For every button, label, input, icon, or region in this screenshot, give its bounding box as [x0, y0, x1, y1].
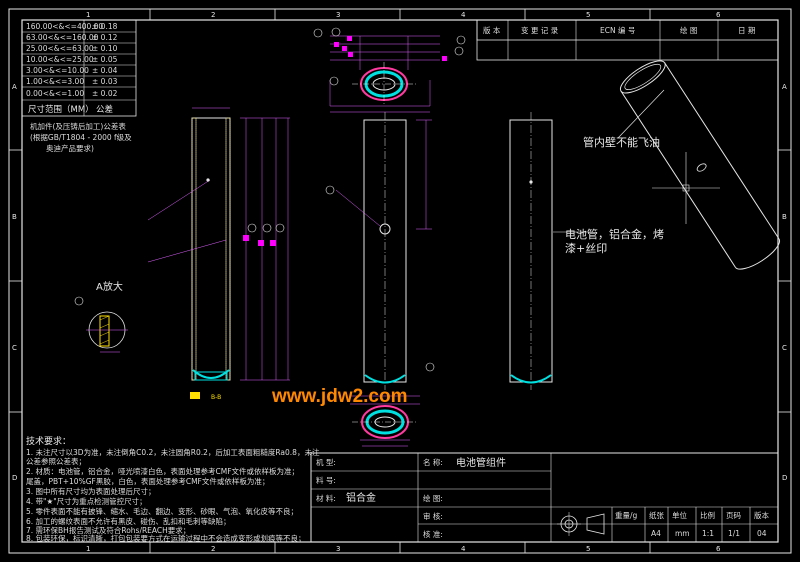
row-label: B [782, 213, 787, 221]
tech-req-item: 7. 需环保BH报告测试及符合Rohs/REACH要求； [26, 525, 190, 535]
tube-inner-note: 管内壁不能飞油 [583, 135, 660, 149]
material-label: 材 料: [316, 493, 336, 503]
section-label: B-B [211, 394, 221, 401]
tech-requirements: 技术要求： 1. 未注尺寸以3D为准，未注倒角C0.2，未注圆角R0.2，后加工… [26, 435, 320, 543]
col-label: 6 [716, 11, 721, 19]
tol-range: 160.00<&<=400.00 [26, 22, 103, 31]
row-label: D [12, 474, 17, 482]
rev-header: 日 期 [738, 26, 755, 35]
tol-range: 3.00<&<=10.00 [26, 66, 89, 75]
col-label: 5 [586, 545, 590, 553]
approve-label: 核 准: [423, 529, 443, 539]
detail-a-label: A放大 [96, 280, 123, 293]
tb-value: mm [675, 529, 690, 538]
tol-value: ± 0.18 [92, 22, 118, 31]
col-label: 2 [211, 11, 215, 19]
projection-symbol [557, 512, 605, 536]
rev-header: ECN 编 号 [600, 25, 635, 35]
tb-value: A4 [651, 529, 661, 538]
tech-req-item: 1. 未注尺寸以3D为准，未注倒角C0.2，未注圆角R0.2，后加工表面粗糙度R… [26, 447, 320, 457]
tol-header-range: 尺寸范围（MM） [28, 104, 94, 115]
tb-value: 1:1 [702, 529, 714, 538]
tech-req-item: 公差参照公差表； [26, 456, 86, 466]
tb-header: 比例 [700, 510, 715, 520]
tol-header-tol: 公差 [96, 104, 113, 115]
tube-desc-line1: 电池管，铝合金，烤 [565, 227, 664, 241]
row-label: B [12, 213, 17, 221]
tech-req-title: 技术要求： [26, 435, 71, 447]
tol-value: ± 0.03 [92, 77, 118, 86]
tb-header: 版本 [754, 510, 769, 520]
tb-header: 页码 [726, 511, 741, 520]
col-label: 3 [336, 11, 340, 19]
tube-desc-line2: 漆+丝印 [565, 242, 607, 255]
col-label: 1 [86, 545, 90, 553]
detail-a-view: A放大 [74, 280, 128, 353]
title-block: 机 型: 名 称: 料 号: 材 料: 绘 图: 审 核: 核 准: 电池管组件… [310, 452, 779, 543]
col-label: 4 [461, 11, 466, 19]
tolerance-table: 160.00<&<=400.00 ± 0.18 63.00<&<=160.00 … [21, 19, 137, 153]
tb-header: 单位 [672, 510, 687, 520]
tol-range: 1.00<&<=3.00 [26, 77, 84, 86]
drawn-label: 绘 图: [423, 493, 443, 503]
isometric-view: 管内壁不能飞油 [583, 60, 780, 270]
tol-value: ± 0.04 [92, 66, 118, 75]
tol-value: ± 0.02 [92, 89, 118, 98]
tech-req-item: 5. 零件表面不能有披锋、缩水、毛边、翻边、变形、砂眼、气泡、氧化皮等不良； [26, 506, 298, 516]
col-label: 2 [211, 545, 215, 553]
bottom-end-view [350, 395, 420, 447]
top-end-view [313, 27, 466, 113]
tech-req-item: 8. 包装环保，标识清晰，打包包装要方式在运输过程中不会造成变形或划痕等不良； [26, 533, 306, 543]
watermark: www.jdw2.com [271, 386, 408, 407]
column-labels-top: 1 2 3 4 5 6 [86, 11, 721, 19]
row-label: A [782, 83, 787, 91]
tol-caption: 奥迪产品要求) [46, 143, 94, 153]
name-label: 名 称: [423, 457, 443, 467]
rev-header: 变 更 记 录 [521, 25, 559, 35]
row-label: D [782, 474, 787, 482]
revision-table: 版 本 变 更 记 录 ECN 编 号 绘 图 日 期 [476, 19, 779, 61]
material-value: 铝合金 [346, 491, 376, 504]
tol-value: ± 0.05 [92, 55, 118, 64]
col-label: 6 [716, 545, 721, 553]
tb-value: 04 [757, 529, 767, 538]
row-labels: A B C D A B C D [12, 83, 787, 482]
tech-req-item: 3. 图中所有尺寸均为表面处理后尺寸； [26, 486, 156, 496]
col-label: 1 [86, 11, 90, 19]
tol-range: 25.00<&<=63.00 [26, 44, 94, 53]
col-label: 5 [586, 11, 590, 19]
tech-req-item: 6. 加工的螺纹表面不允许有黑皮、碰伤、乱扣和毛刺等缺陷； [26, 516, 231, 526]
tol-range: 0.00<&<=1.00 [26, 89, 84, 98]
column-labels-bottom: 1 2 3 4 5 6 [86, 545, 721, 553]
section-view: B-B [147, 107, 290, 401]
tech-req-item: 尾盖，PBT+10%GF黑胶，白色，表面处理参考CMF文件或依样板为准； [26, 476, 269, 486]
review-label: 审 核: [423, 511, 443, 521]
model-label: 机 型: [316, 457, 336, 467]
col-label: 4 [461, 545, 466, 553]
row-label: C [12, 344, 17, 352]
row-label: C [782, 344, 787, 352]
tb-header: 重量/g [615, 511, 638, 520]
tol-value: ± 0.10 [92, 44, 118, 53]
tol-value: ± 0.12 [92, 33, 118, 42]
inner-frame [21, 19, 779, 543]
part-no-label: 料 号: [316, 475, 336, 485]
frame-ticks [9, 9, 791, 553]
tech-req-item: 2. 材质：电池管，铝合金，哑光喷漆白色，表面处理参考CMF文件或依样板为准； [26, 466, 299, 476]
rev-header: 版 本 [483, 25, 501, 35]
rev-header: 绘 图 [680, 25, 697, 35]
side-view [509, 112, 553, 390]
tol-range: 63.00<&<=160.00 [26, 33, 99, 42]
part-name: 电池管组件 [456, 456, 506, 469]
tol-caption: 机加件(及压铸后加工)公差表 [30, 121, 126, 131]
tb-value: 1/1 [728, 529, 740, 538]
tol-caption: (根据GB/T1804 - 2000 f级及 [30, 132, 132, 142]
row-label: A [12, 83, 17, 91]
col-label: 3 [336, 545, 340, 553]
tol-range: 10.00<&<=25.00 [26, 55, 94, 64]
front-view [325, 112, 435, 390]
tech-req-item: 4. 带"★"尺寸为重点检测管控尺寸； [26, 496, 147, 506]
tb-header: 纸张 [649, 510, 664, 520]
